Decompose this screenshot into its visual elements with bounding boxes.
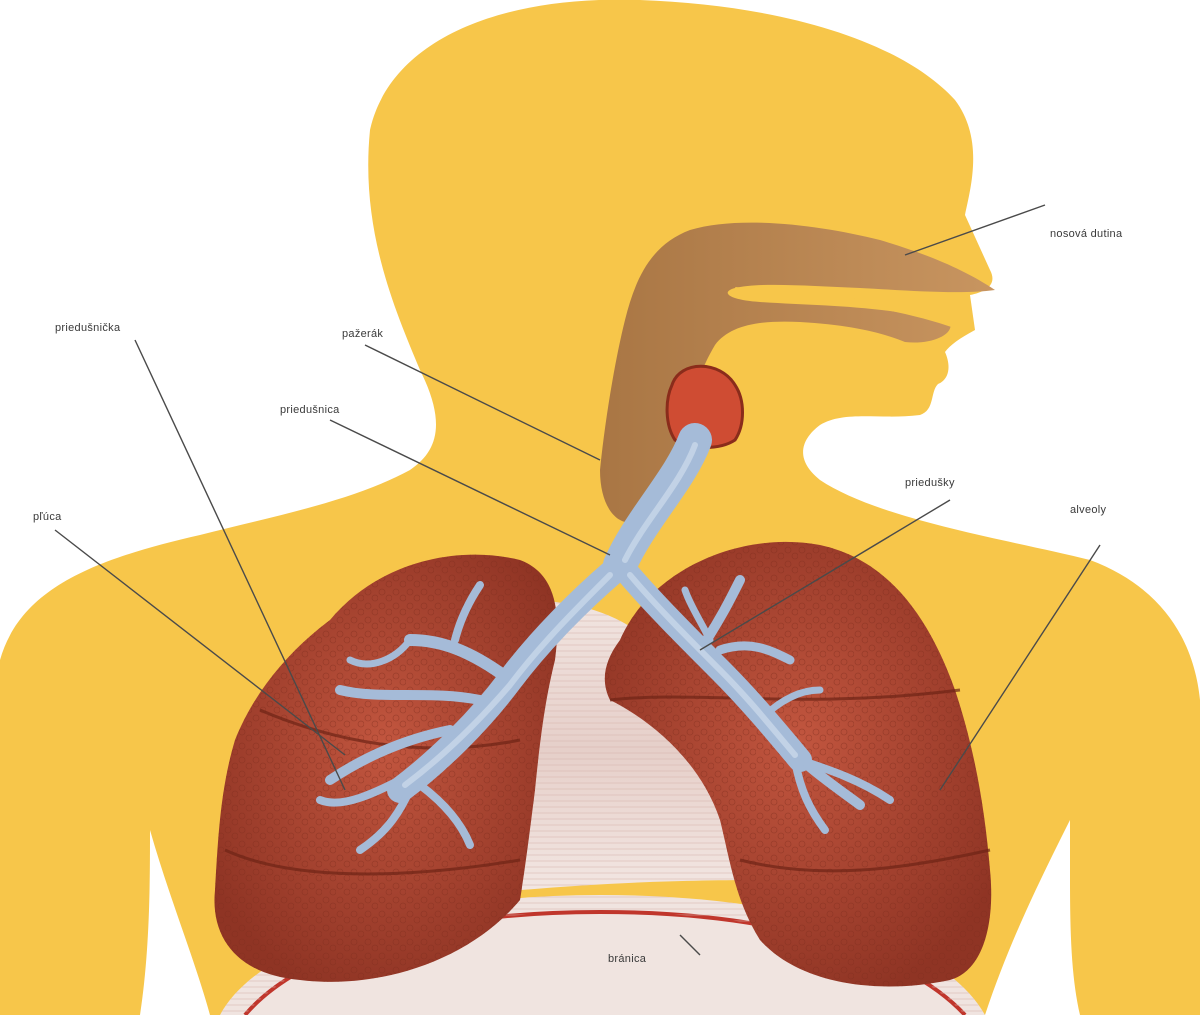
label-lung: pľúca <box>33 511 62 523</box>
label-diaphragm: bránica <box>608 953 647 965</box>
label-bronchiole: priedušnička <box>55 322 121 334</box>
label-pharynx: pažerák <box>342 328 383 340</box>
label-nasal-cavity: nosová dutina <box>1050 228 1123 240</box>
label-alveoli: alveoly <box>1070 504 1107 516</box>
label-trachea: priedušnica <box>280 404 340 416</box>
label-bronchus: priedušky <box>905 477 955 489</box>
